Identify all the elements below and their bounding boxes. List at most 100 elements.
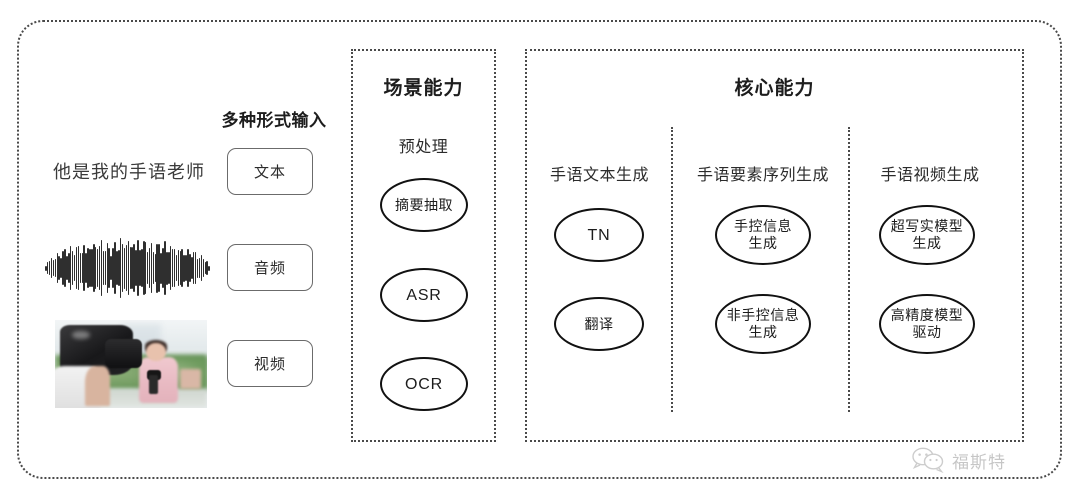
core-group-label-sign-video-generation: 手语视频生成 (880, 167, 980, 184)
waveform-bar (75, 247, 78, 289)
scene-panel-title: 场景能力 (383, 78, 464, 99)
waveform-bar (187, 248, 189, 288)
waveform-bar (60, 257, 62, 279)
waveform-bar (119, 238, 122, 298)
core-node-tn[interactable]: TN (554, 208, 644, 262)
scene-node-summary-extraction[interactable]: 摘要抽取 (380, 178, 468, 232)
waveform-bar (116, 250, 118, 286)
scene-node-asr[interactable]: ASR (380, 268, 468, 322)
core-node-hyperrealistic-model-generation[interactable]: 超写实模型生成 (879, 205, 975, 265)
node-label: 摘要抽取 (395, 196, 453, 213)
node-label: 手控信息生成 (734, 218, 792, 251)
waveform-bar (137, 240, 139, 296)
waveform-bar (200, 254, 203, 282)
watermark: 福斯特 (912, 447, 1006, 473)
waveform-bar (175, 254, 178, 282)
waveform-bar (79, 252, 82, 284)
waveform-bar (168, 251, 170, 285)
waveform-bar (45, 265, 47, 271)
watermark-text: 福斯特 (952, 452, 1006, 472)
waveform-bar (194, 252, 197, 284)
core-group-label-sign-text-generation: 手语文本生成 (549, 167, 649, 184)
scene-group-label-preprocess: 预处理 (398, 139, 449, 156)
waveform-bar (166, 251, 168, 285)
core-node-manual-feature-generation[interactable]: 手控信息生成 (715, 205, 811, 265)
waveform-bar (146, 251, 149, 285)
modality-label-text: 文本 (253, 164, 286, 181)
waveform-bar (131, 246, 133, 290)
thumb-reporter-head (146, 342, 166, 362)
sample-sentence-text: 他是我的手语老师 (53, 162, 205, 182)
thumb-operator-arm (85, 365, 110, 407)
thumb-notebook (179, 369, 201, 389)
waveform-bar (127, 241, 130, 295)
waveform-bar (202, 259, 205, 277)
waveform-bar (93, 244, 95, 292)
waveform-bar (121, 244, 124, 292)
waveform-bar (171, 249, 174, 287)
thumb-camera-lens (105, 339, 142, 368)
waveform-bar (141, 249, 143, 287)
waveform-bar (144, 241, 147, 295)
waveform-bar (198, 257, 201, 279)
waveform-bar (143, 240, 145, 296)
waveform-bar (85, 252, 87, 284)
waveform-bar (68, 253, 70, 283)
waveform-bar (162, 247, 164, 289)
core-group-label-sign-element-sequence-generation: 手语要素序列生成 (696, 167, 829, 184)
modality-box-audio[interactable]: 音频 (227, 244, 313, 291)
waveform-bar (87, 247, 89, 289)
waveform-bar (46, 262, 49, 274)
waveform-bar (83, 245, 85, 291)
waveform-bar (96, 249, 99, 287)
waveform-bar (106, 242, 108, 294)
wechat-icon (912, 447, 944, 473)
waveform-bar (104, 251, 107, 285)
waveform-bar (208, 265, 210, 271)
waveform-bar (129, 247, 132, 289)
waveform-bar (94, 247, 97, 289)
waveform-bar (156, 243, 158, 293)
core-node-high-precision-model-driving[interactable]: 高精度模型驱动 (879, 294, 975, 354)
waveform-bar (181, 249, 183, 287)
waveform-bar (77, 246, 80, 290)
waveform-bar (158, 243, 160, 293)
modality-box-text[interactable]: 文本 (227, 148, 313, 195)
waveform-bar (206, 261, 208, 275)
waveform-bar (183, 254, 185, 282)
waveform-bar (112, 248, 114, 288)
core-node-translation[interactable]: 翻译 (554, 297, 644, 351)
waveform-bar (173, 249, 176, 287)
waveform-bar (118, 249, 120, 287)
node-label: OCR (405, 375, 443, 393)
waveform-bar (191, 257, 193, 279)
waveform-bar (169, 246, 172, 290)
outer-frame (17, 20, 1062, 479)
waveform-bar (66, 255, 68, 281)
core-node-nonmanual-feature-generation[interactable]: 非手控信息生成 (715, 294, 811, 354)
modality-label-audio: 音频 (253, 260, 286, 277)
video-thumbnail (55, 320, 207, 408)
core-capability-panel: 核心能力 (525, 49, 1024, 442)
waveform-bar (52, 259, 55, 277)
node-label: 翻译 (584, 315, 614, 332)
waveform-bar (160, 252, 162, 284)
modality-box-video[interactable]: 视频 (227, 340, 313, 387)
waveform-bar (154, 254, 157, 282)
waveform-bar (179, 251, 182, 285)
core-panel-title: 核心能力 (734, 78, 815, 99)
scene-capability-panel: 场景能力 (351, 49, 496, 442)
waveform-bar (125, 245, 128, 291)
waveform-bar (56, 253, 59, 283)
waveform-bar (71, 251, 74, 285)
node-label: 高精度模型驱动 (890, 307, 964, 340)
waveform-bar (54, 259, 57, 277)
thumb-microphone (149, 374, 159, 394)
waveform-bar (177, 250, 180, 286)
node-label: 非手控信息生成 (726, 307, 800, 340)
scene-node-ocr[interactable]: OCR (380, 357, 468, 411)
modality-label-video: 视频 (253, 356, 286, 373)
waveform-bar (192, 252, 195, 284)
waveform-bar (50, 258, 53, 278)
